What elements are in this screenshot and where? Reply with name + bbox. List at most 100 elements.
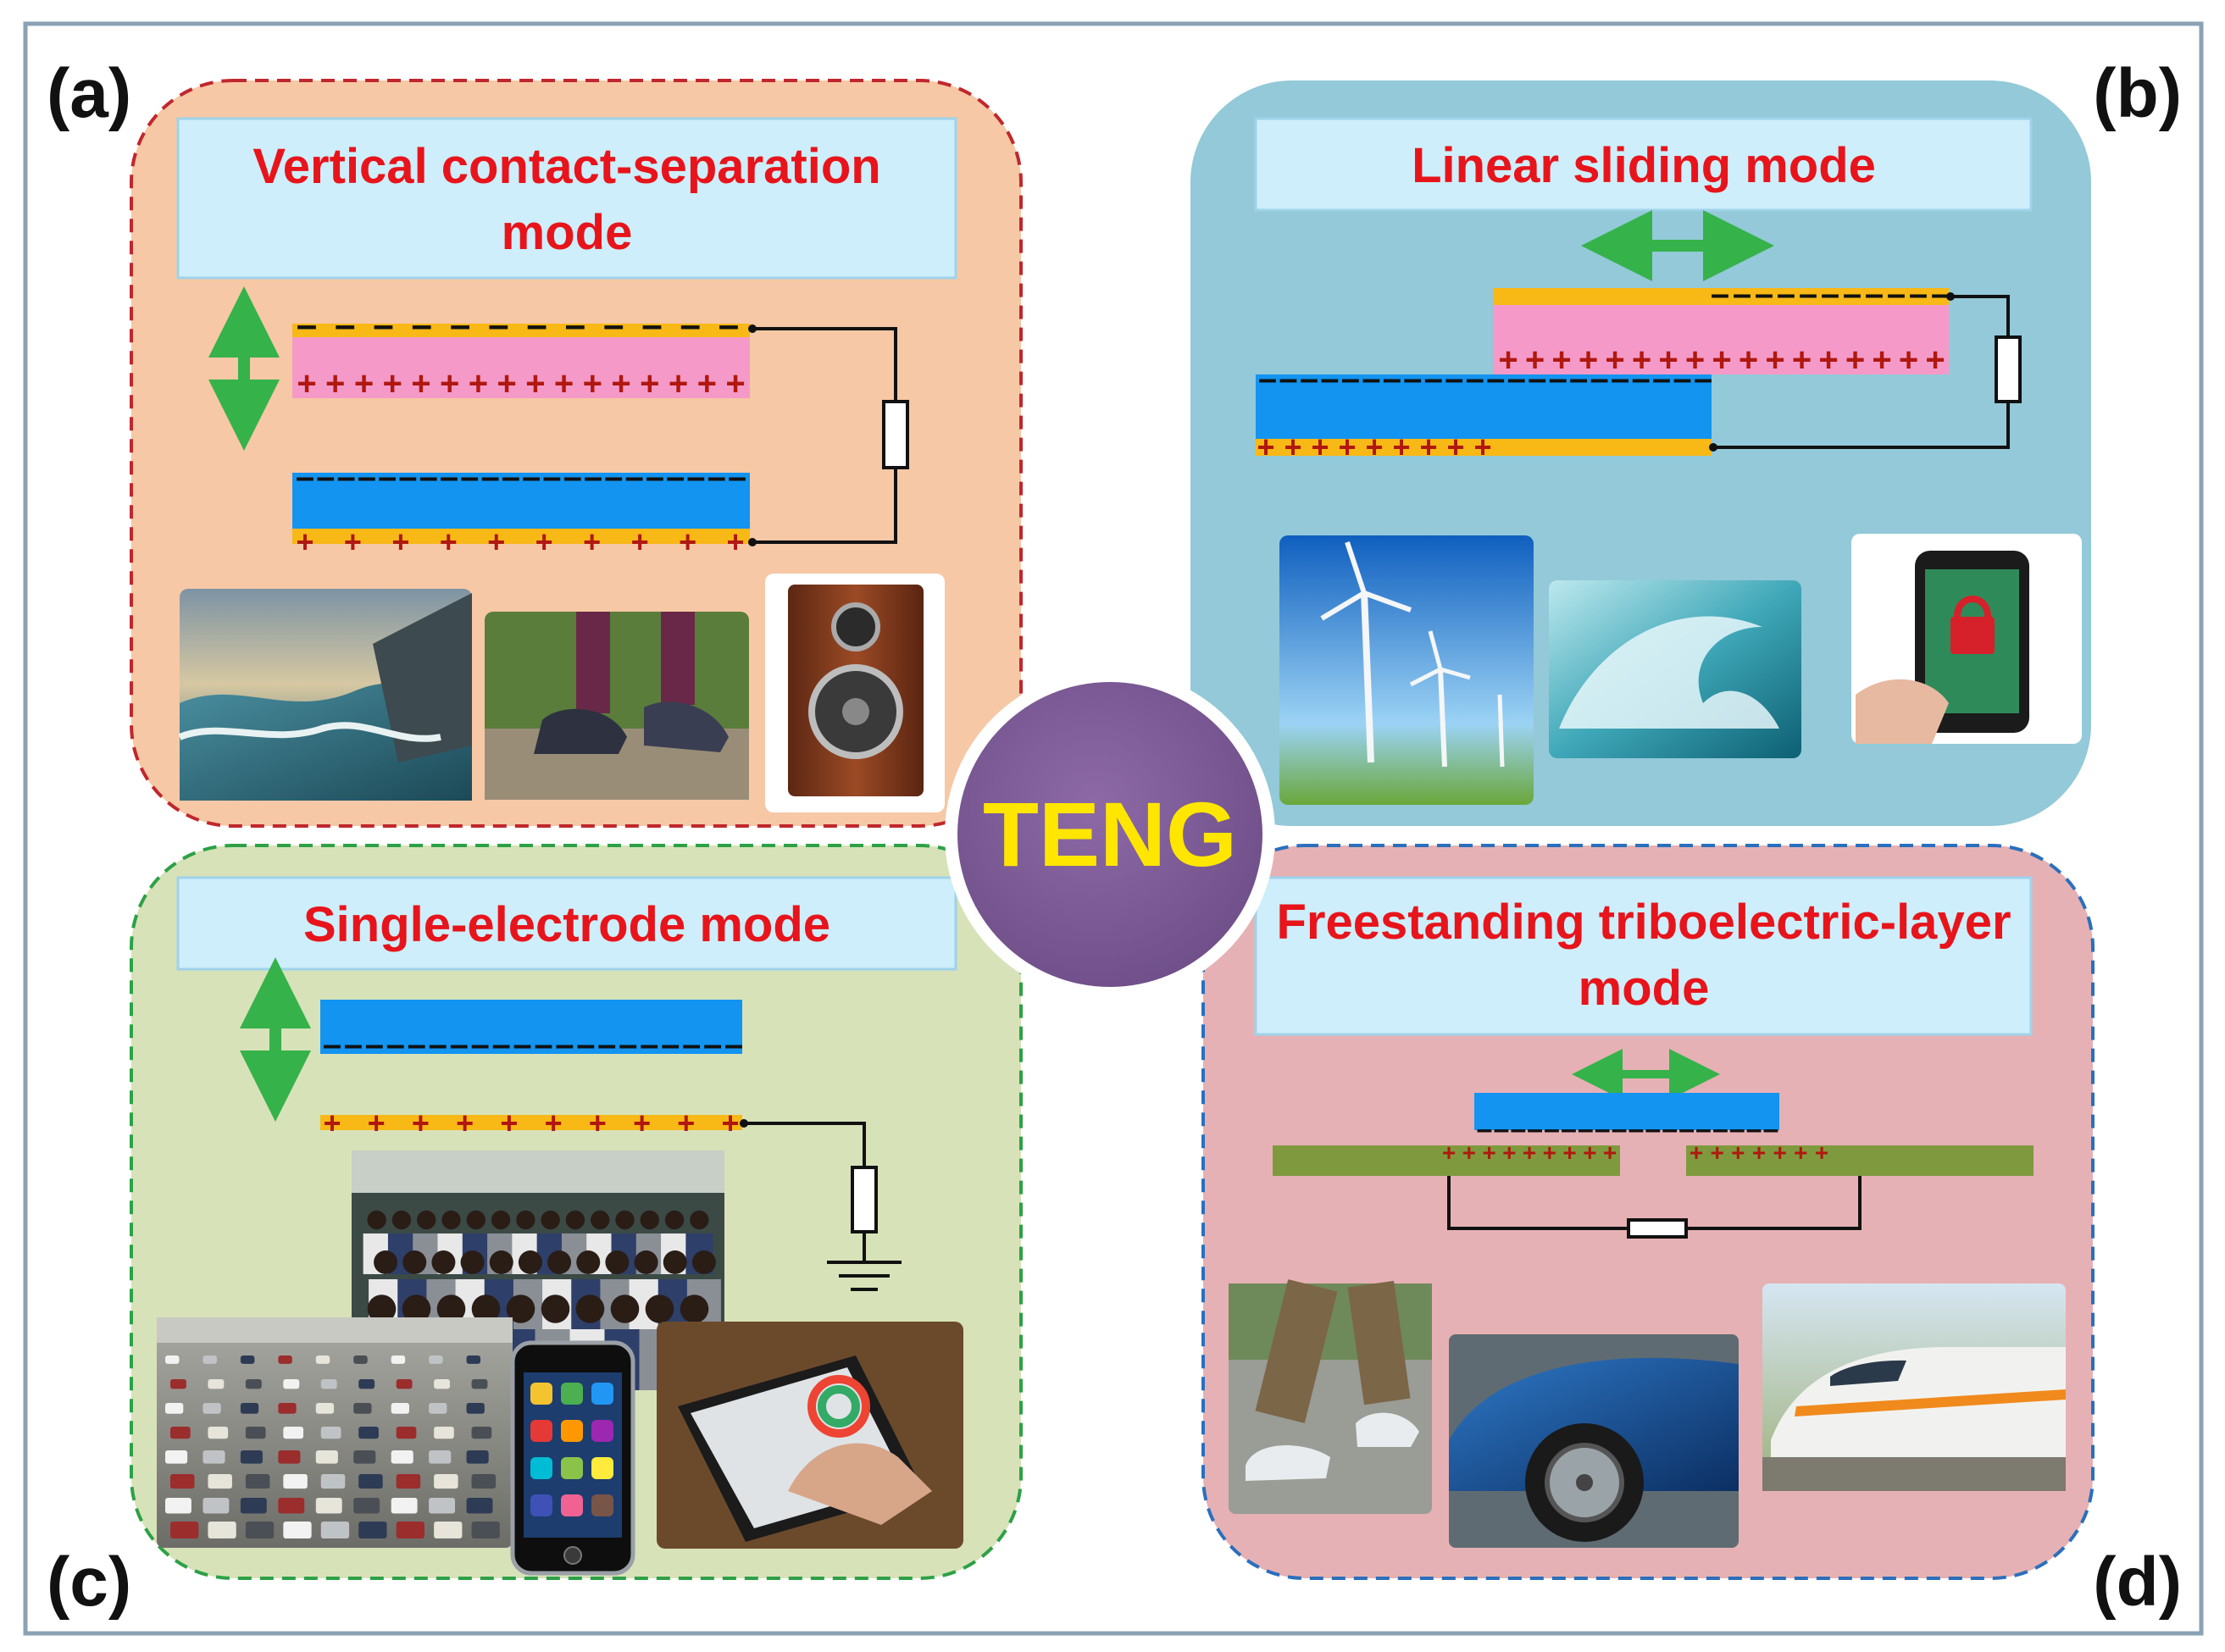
positive-charge: + xyxy=(1711,1139,1724,1166)
negative-charge: – xyxy=(450,304,470,346)
negative-charge: – xyxy=(450,1026,469,1063)
positive-charge: + xyxy=(1562,1139,1576,1166)
load-resistor xyxy=(882,400,909,469)
positive-charge: + xyxy=(611,365,630,402)
negative-charge-row: –––––––––––– xyxy=(297,304,739,346)
high-speed-train-photo xyxy=(1762,1283,2066,1491)
positive-charge: + xyxy=(589,1106,607,1140)
negative-charge: – xyxy=(460,458,479,496)
teng-badge-circle xyxy=(957,682,1262,987)
negative-charge: – xyxy=(316,458,335,496)
circuit-wire xyxy=(752,468,897,544)
negative-charge: – xyxy=(1507,360,1526,397)
negative-charge: – xyxy=(488,304,508,346)
negative-charge: – xyxy=(1799,275,1817,313)
blue-dielectric-layer xyxy=(1256,374,1712,439)
negative-charge: – xyxy=(1466,360,1484,397)
negative-charge: – xyxy=(563,458,582,496)
pink-dielectric-layer xyxy=(292,337,750,398)
positive-charge: + xyxy=(1338,430,1356,464)
wind-turbines-photo xyxy=(1279,535,1534,805)
positive-charge: + xyxy=(1419,430,1437,464)
blue-dielectric-layer xyxy=(292,473,750,529)
positive-charge: + xyxy=(383,365,402,402)
positive-charge-row: +++++++ xyxy=(1690,1139,1828,1166)
positive-charge: + xyxy=(1658,341,1678,379)
positive-charge: + xyxy=(1632,341,1651,379)
positive-charge: + xyxy=(1498,341,1518,379)
positive-charge: + xyxy=(1442,1139,1456,1166)
negative-charge: – xyxy=(365,1026,384,1063)
positive-charge-row: +++++++++ xyxy=(1257,430,1491,464)
positive-charge: + xyxy=(1579,341,1598,379)
negative-charge: – xyxy=(1362,360,1380,397)
positive-charge: + xyxy=(1583,1139,1596,1166)
positive-charge: + xyxy=(697,365,717,402)
right-electrode xyxy=(1686,1145,2034,1176)
negative-charge: – xyxy=(666,458,685,496)
touch-tablet-photo xyxy=(657,1322,963,1549)
circuit-wire xyxy=(1686,1176,1862,1230)
negative-charge: – xyxy=(344,1026,363,1063)
panel-c-title-box xyxy=(176,876,957,971)
positive-charge: + xyxy=(325,365,345,402)
highway-traffic-photo xyxy=(157,1317,513,1548)
negative-charge: – xyxy=(542,458,561,496)
positive-charge-row: +++++++++ xyxy=(1442,1139,1617,1166)
left-electrode xyxy=(1273,1145,1620,1176)
negative-charge: – xyxy=(1595,1113,1611,1145)
negative-charge: – xyxy=(682,1026,701,1063)
negative-charge: – xyxy=(412,304,432,346)
positive-charge: + xyxy=(1731,1139,1745,1166)
single-electrode xyxy=(320,1115,742,1130)
negative-charge: – xyxy=(335,304,355,346)
positive-charge: + xyxy=(1815,1139,1828,1166)
negative-charge: – xyxy=(661,1026,680,1063)
positive-charge: + xyxy=(456,1106,474,1140)
positive-charge: + xyxy=(1502,1139,1516,1166)
negative-charge: – xyxy=(646,458,664,496)
panel-a-title-line-2: mode xyxy=(502,205,633,260)
negative-charge: – xyxy=(1729,1113,1745,1145)
negative-charge: – xyxy=(1383,360,1401,397)
positive-charge: + xyxy=(554,365,574,402)
negative-charge: – xyxy=(724,1026,743,1063)
positive-charge: + xyxy=(391,524,409,559)
positive-charge: + xyxy=(725,365,745,402)
negative-charge: – xyxy=(480,458,499,496)
top-electrode xyxy=(292,324,750,337)
negative-charge-row: –––––––––––––––––––––– xyxy=(296,458,746,496)
positive-charge: + xyxy=(1690,1139,1703,1166)
positive-charge: + xyxy=(679,524,696,559)
negative-charge: – xyxy=(491,1026,510,1063)
panel-b-label: (b) xyxy=(2093,55,2182,132)
negative-charge: – xyxy=(373,304,393,346)
negative-charge: – xyxy=(296,458,314,496)
positive-charge: + xyxy=(1773,1139,1787,1166)
negative-charge: – xyxy=(719,304,739,346)
panel-a-label: (a) xyxy=(47,55,131,132)
blue-freestanding-layer xyxy=(1474,1093,1779,1130)
positive-charge: + xyxy=(1603,1139,1617,1166)
negative-charge: – xyxy=(1662,1113,1678,1145)
negative-charge: – xyxy=(1712,1113,1728,1145)
negative-charge: – xyxy=(297,304,317,346)
negative-charge: – xyxy=(513,1026,531,1063)
negative-charge: – xyxy=(378,458,397,496)
panel-d-title-line-1: Freestanding triboelectric-layer xyxy=(1276,895,2011,950)
positive-charge: + xyxy=(1685,341,1705,379)
negative-charge-row: ––––––––––– xyxy=(1711,275,1950,313)
negative-charge: – xyxy=(1678,1113,1695,1145)
panel-b: Linear sliding mode ––––––––––– ++++++++… xyxy=(1190,80,2091,826)
blue-dielectric-layer xyxy=(320,1000,742,1054)
positive-charge: + xyxy=(411,365,430,402)
positive-charge: + xyxy=(469,365,488,402)
negative-charge: – xyxy=(1403,360,1422,397)
positive-charge: + xyxy=(344,524,362,559)
positive-charge: + xyxy=(1712,341,1731,379)
panel-a-title-box xyxy=(176,117,957,280)
positive-charge: + xyxy=(535,524,553,559)
positive-charge: + xyxy=(633,1106,651,1140)
negative-charge: – xyxy=(576,1026,595,1063)
negative-charge: – xyxy=(1695,1113,1712,1145)
